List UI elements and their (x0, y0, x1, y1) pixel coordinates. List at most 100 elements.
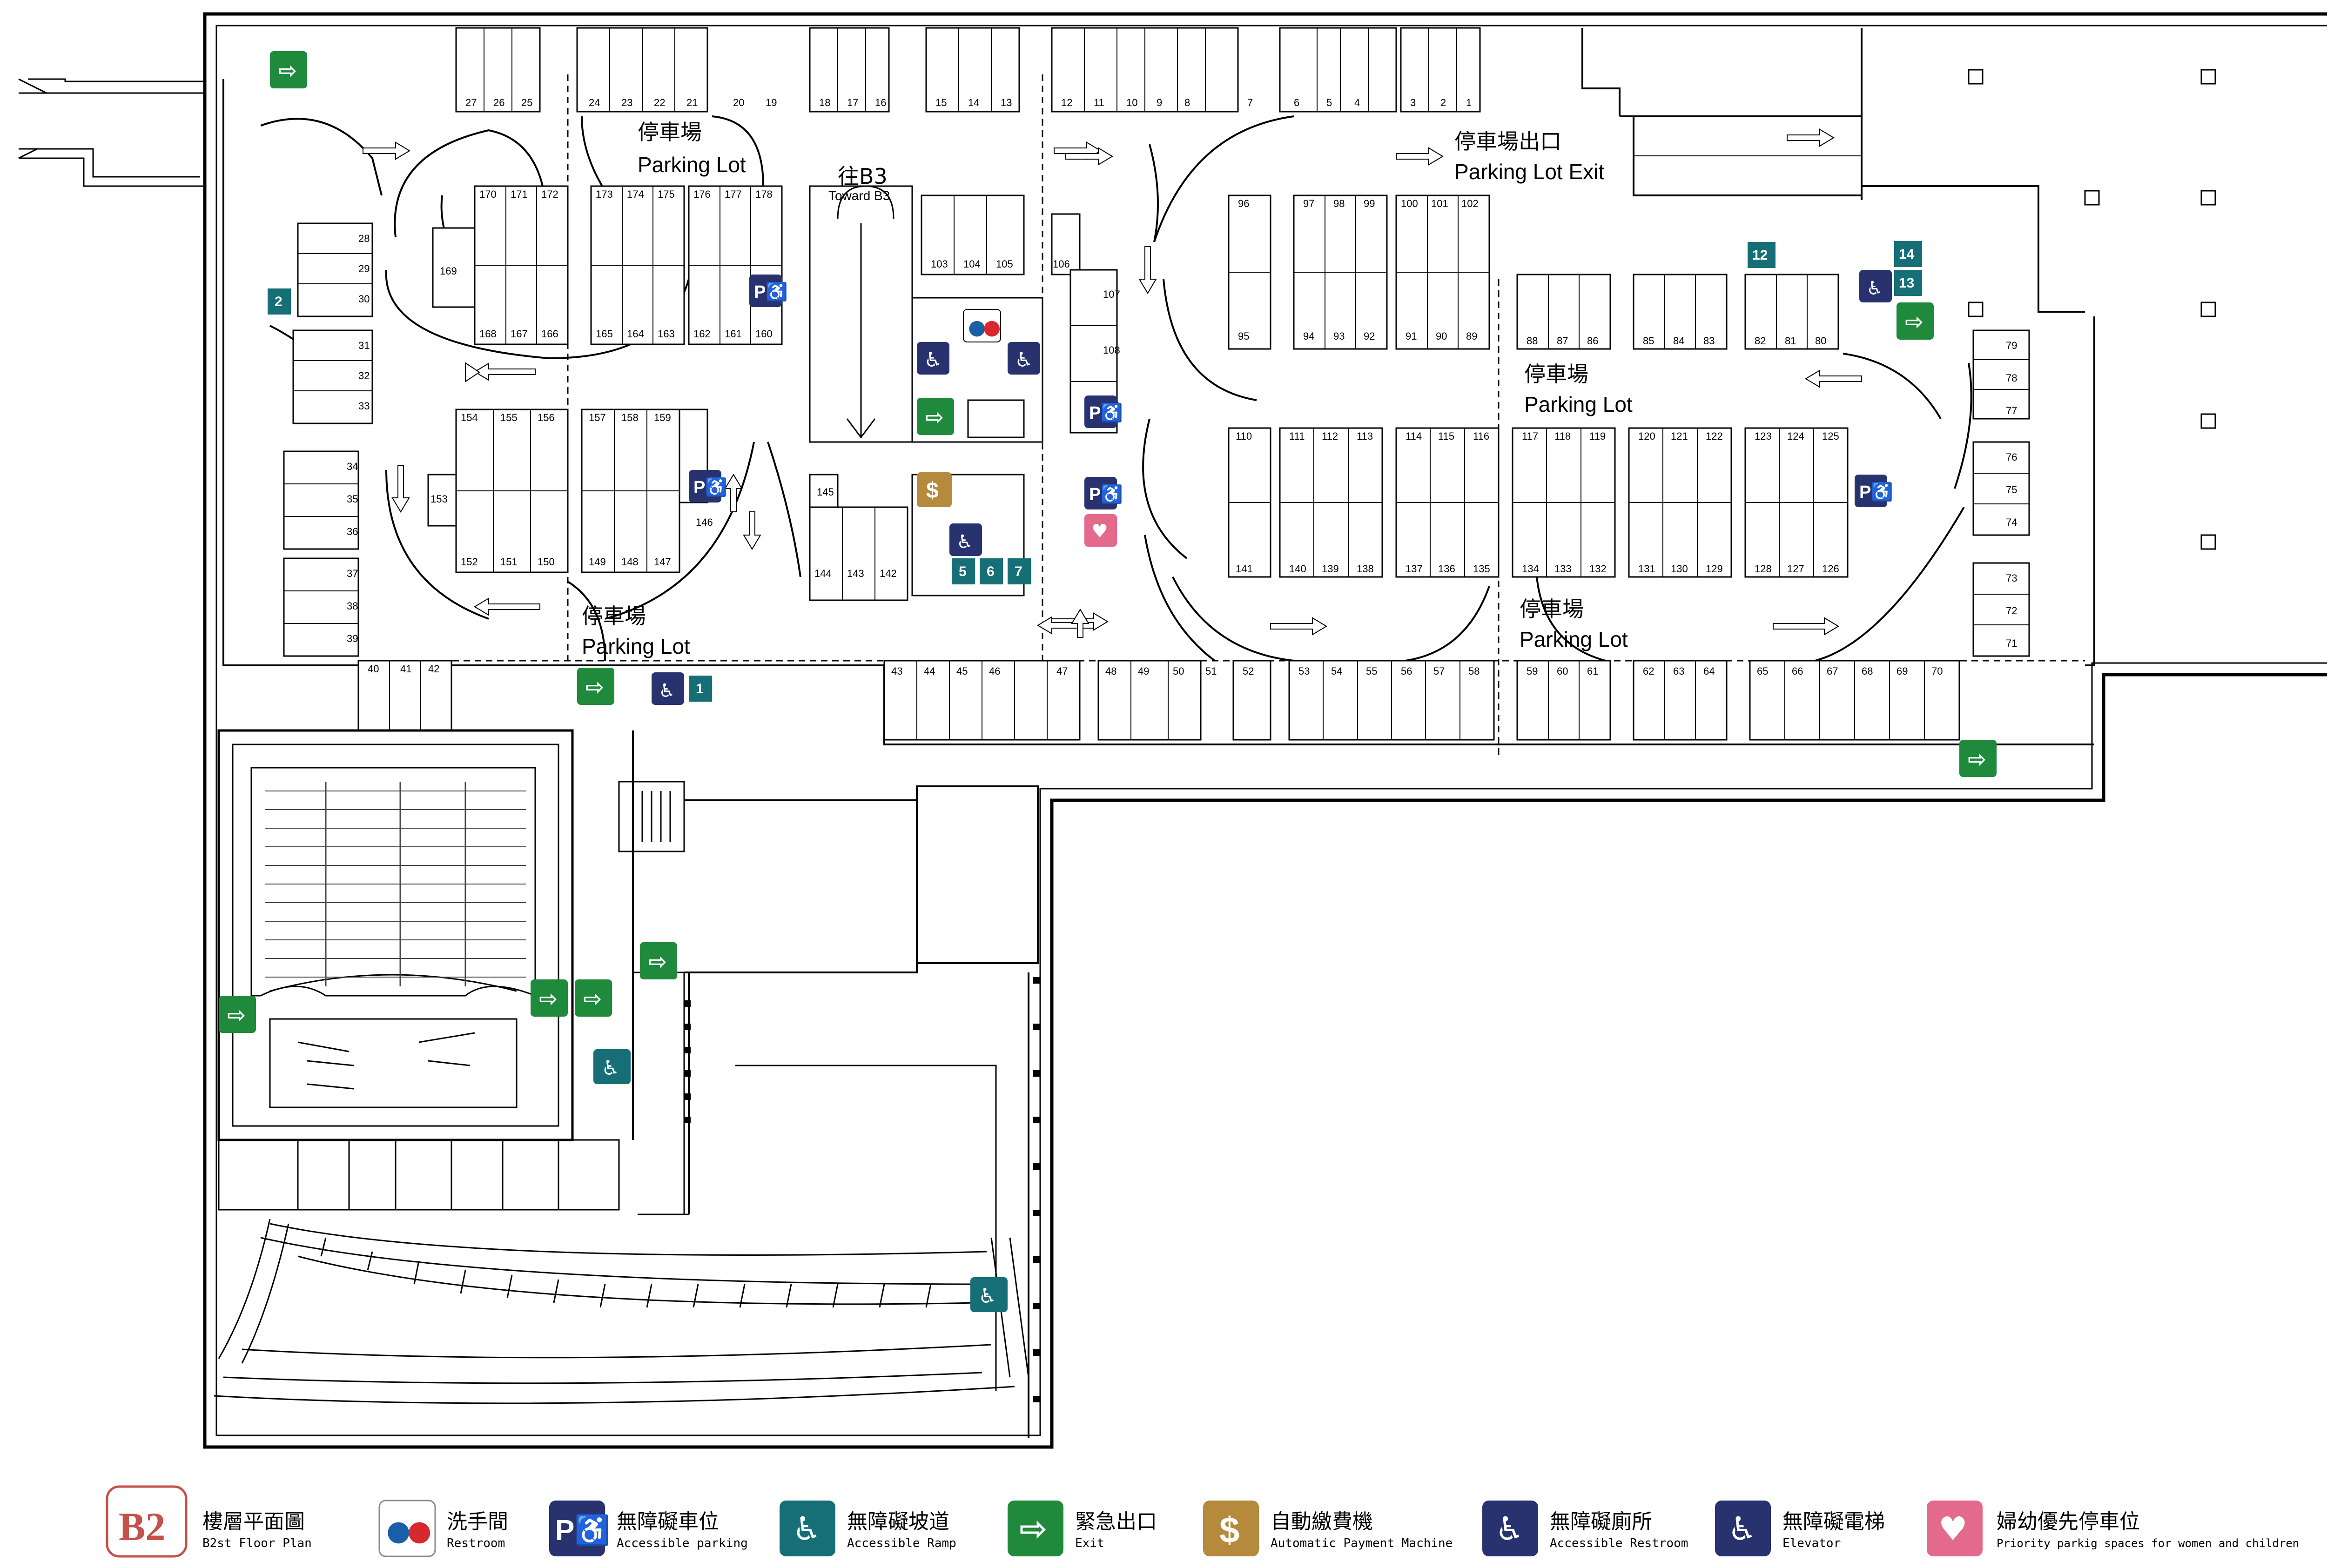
space-number: 160 (755, 328, 773, 340)
space-number: 41 (400, 663, 411, 675)
space-number: 138 (1357, 563, 1374, 575)
accessible-parking-icon[interactable]: P♿ (1084, 477, 1123, 509)
accessible-restroom-icon[interactable]: ♿ (917, 342, 949, 375)
restroom-icon: ● ● (378, 1500, 436, 1557)
stall-dividers (284, 28, 2029, 740)
elevator-icon[interactable]: ♿ (1859, 270, 1892, 302)
exit-label-zh: 停車場出口 (1454, 129, 1561, 154)
elevator-7-icon[interactable]: 7 (1008, 558, 1031, 584)
svg-text:$: $ (1219, 1509, 1239, 1550)
accessible-parking-icon[interactable]: P♿ (749, 275, 788, 307)
space-number: 176 (693, 188, 711, 200)
legend-label-en: B2st Floor Plan (202, 1536, 312, 1550)
elevator-2-icon[interactable]: 2 (268, 288, 291, 315)
space-number: 112 (1322, 430, 1338, 442)
svg-text:●: ● (386, 1514, 410, 1547)
svg-text:⇨: ⇨ (539, 986, 558, 1012)
priority-parking-icon[interactable]: ♥ (1084, 514, 1117, 547)
accessible-restroom-icon: ♿ (1482, 1501, 1538, 1556)
space-number: 104 (963, 258, 981, 270)
space-number: 110 (1236, 430, 1252, 442)
space-number: 98 (1333, 198, 1345, 209)
auditorium-seating (265, 782, 526, 986)
space-number: 91 (1406, 330, 1417, 342)
floor-badge-text: B2 (119, 1504, 165, 1549)
legend-label-zh: 樓層平面圖 (202, 1510, 305, 1534)
elevator-13-icon[interactable]: 13 (1894, 270, 1922, 296)
elevator-5-icon[interactable]: 5 (952, 558, 975, 584)
legend: B2 樓層平面圖 B2st Floor Plan ● ● 洗手間 Restroo… (106, 1485, 2299, 1558)
space-number: 11 (1094, 97, 1104, 108)
emergency-exit-icon[interactable]: ⇨ (270, 51, 307, 88)
space-number: 105 (996, 258, 1013, 270)
elevator-icon[interactable]: ♿ (652, 672, 684, 705)
svg-text:♿: ♿ (601, 1056, 619, 1080)
accessible-parking-icon[interactable]: P♿ (1855, 475, 1893, 507)
elevator-number: 13 (1899, 275, 1914, 291)
space-number: 174 (627, 188, 644, 200)
space-number: 166 (541, 328, 558, 340)
space-number: 43 (891, 665, 902, 677)
emergency-exit-icon[interactable]: ⇨ (1897, 302, 1934, 340)
accessible-ramp-icon[interactable]: ♿ (970, 1277, 1008, 1312)
space-number: 62 (1643, 665, 1654, 677)
payment-machine-icon[interactable]: $ (917, 472, 952, 507)
svg-text:●: ● (968, 315, 986, 339)
space-number: 89 (1466, 330, 1477, 342)
space-number: 83 (1703, 335, 1715, 347)
svg-text:⇨: ⇨ (585, 674, 604, 700)
emergency-exit-icon: ⇨ (1008, 1501, 1063, 1556)
space-numbers: 27 26 25 24 23 22 21 20 19 18 17 16 15 1… (347, 97, 2017, 677)
space-number: 124 (1787, 430, 1804, 442)
space-number: 152 (461, 556, 478, 568)
elevator-1-icon[interactable]: 1 (689, 676, 712, 702)
space-number: 71 (2006, 637, 2017, 649)
svg-text:P♿: P♿ (1089, 402, 1123, 423)
emergency-exit-icon[interactable]: ⇨ (917, 398, 954, 435)
space-number: 38 (347, 600, 358, 612)
svg-text:P♿: P♿ (555, 1514, 611, 1547)
svg-text:♿: ♿ (659, 680, 675, 702)
svg-text:P♿: P♿ (693, 477, 727, 497)
space-number: 16 (875, 97, 886, 108)
space-number: 123 (1755, 430, 1772, 442)
space-number: 143 (847, 568, 864, 579)
restroom-icon[interactable]: ● ● (963, 309, 1001, 342)
elevator-14-icon[interactable]: 14 (1894, 241, 1922, 267)
accessible-parking-icon[interactable]: P♿ (1084, 395, 1123, 428)
space-number: 96 (1238, 198, 1249, 209)
space-number: 82 (1755, 335, 1766, 347)
space-number: 87 (1557, 335, 1568, 347)
emergency-exit-icon[interactable]: ⇨ (577, 668, 614, 705)
space-number: 121 (1671, 430, 1688, 442)
exit-label-en: Parking Lot Exit (1454, 160, 1604, 184)
space-number: 28 (358, 233, 370, 244)
emergency-exit-icon[interactable]: ⇨ (531, 979, 568, 1017)
legend-label-en: Automatic Payment Machine (1271, 1536, 1453, 1550)
accessible-restroom-icon[interactable]: ♿ (1008, 342, 1040, 375)
accessible-ramp-icon[interactable]: ♿ (593, 1049, 631, 1084)
space-number: 15 (935, 97, 947, 108)
accessible-parking-icon[interactable]: P♿ (689, 470, 727, 503)
space-number: 159 (654, 412, 671, 423)
emergency-exit-icon[interactable]: ⇨ (1959, 740, 1997, 777)
space-number: 67 (1827, 665, 1838, 677)
elevator-6-icon[interactable]: 6 (980, 558, 1003, 584)
elevator-icon[interactable]: ♿ (949, 523, 982, 556)
space-number: 117 (1522, 430, 1538, 442)
space-number: 107 (1103, 288, 1120, 300)
toward-b3-label-zh: 往B3 (838, 164, 888, 189)
svg-text:♿: ♿ (1495, 1510, 1524, 1548)
elevator-number: 12 (1752, 248, 1768, 263)
space-number: 22 (654, 97, 665, 108)
emergency-exit-icon[interactable]: ⇨ (219, 996, 256, 1033)
space-number: 127 (1787, 563, 1804, 575)
space-number: 108 (1103, 344, 1120, 356)
emergency-exit-icon[interactable]: ⇨ (575, 979, 612, 1017)
accessible-elevator-markers: ♿ ♿ ♿ (652, 270, 1892, 705)
emergency-exit-icon[interactable]: ⇨ (640, 942, 677, 979)
svg-text:P♿: P♿ (1859, 482, 1893, 502)
svg-text:♿: ♿ (1015, 348, 1033, 372)
elevator-12-icon[interactable]: 12 (1748, 242, 1776, 268)
